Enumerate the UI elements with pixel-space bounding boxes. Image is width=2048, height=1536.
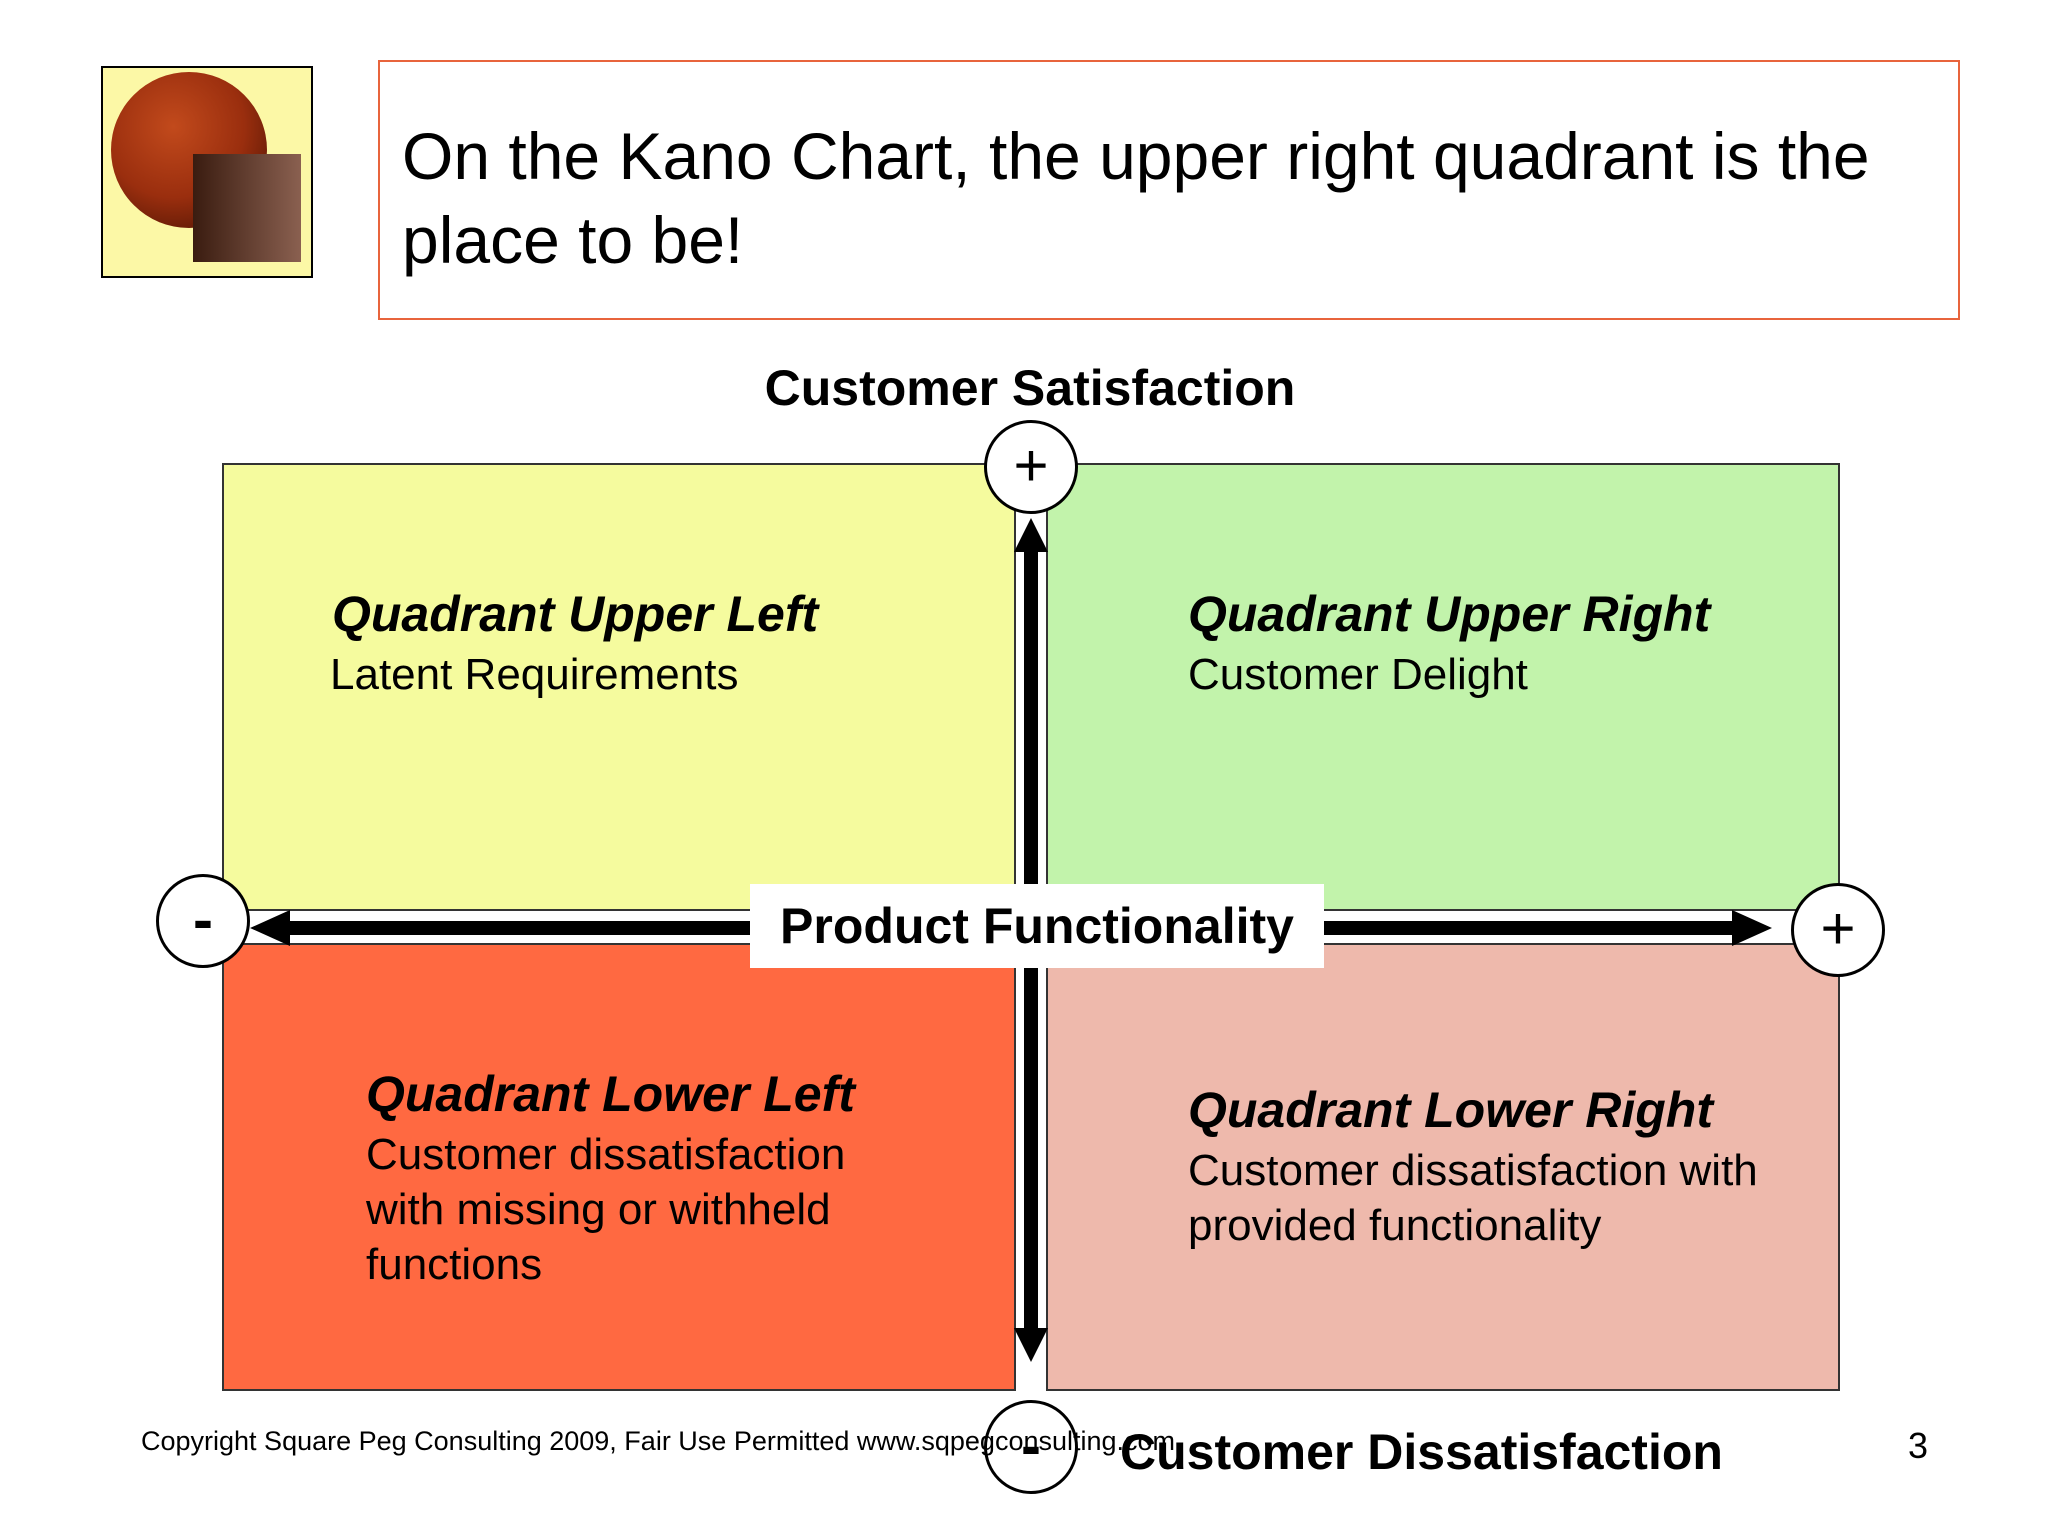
copyright-notice: Copyright Square Peg Consulting 2009, Fa… [141,1426,1176,1456]
left-minus-icon: - [156,874,250,968]
arrow-left-icon [250,910,290,946]
top-plus-icon: + [984,420,1078,514]
sphere-and-square-logo-icon [111,72,301,262]
arrow-up-icon [1014,518,1048,552]
arrow-down-icon [1014,1328,1048,1362]
slide-title: On the Kano Chart, the upper right quadr… [402,119,1870,277]
arrow-right-icon [1732,910,1772,946]
quadrant-upper-right: Quadrant Upper Right Customer Delight [1046,463,1840,911]
quadrant-upper-right-body: Customer Delight [1188,650,1528,699]
quadrant-upper-left-body: Latent Requirements [330,650,739,699]
bottom-minus-icon: - [984,1400,1078,1494]
quadrant-lower-left: Quadrant Lower Left Customer dissatisfac… [222,943,1016,1391]
quadrant-upper-left-heading: Quadrant Upper Left [332,586,819,642]
quadrant-upper-right-heading: Quadrant Upper Right [1188,586,1711,642]
customer-satisfaction-label: Customer Satisfaction [764,360,1296,416]
customer-dissatisfaction-label: Customer Dissatisfaction [1120,1424,1723,1480]
quadrant-lower-right: Quadrant Lower Right Customer dissatisfa… [1046,943,1840,1391]
page-number: 3 [1908,1425,1929,1466]
title-box: On the Kano Chart, the upper right quadr… [378,60,1960,320]
logo [101,66,313,278]
quadrant-lower-right-body: Customer dissatisfaction with provided f… [1188,1146,1758,1250]
right-plus-icon: + [1791,883,1885,977]
quadrant-lower-left-body: Customer dissatisfaction with missing or… [366,1130,846,1289]
quadrant-lower-right-heading: Quadrant Lower Right [1188,1082,1713,1138]
quadrant-upper-left: Quadrant Upper Left Latent Requirements [222,463,1016,911]
quadrant-lower-left-heading: Quadrant Lower Left [366,1066,855,1122]
product-functionality-label: Product Functionality [750,884,1324,968]
